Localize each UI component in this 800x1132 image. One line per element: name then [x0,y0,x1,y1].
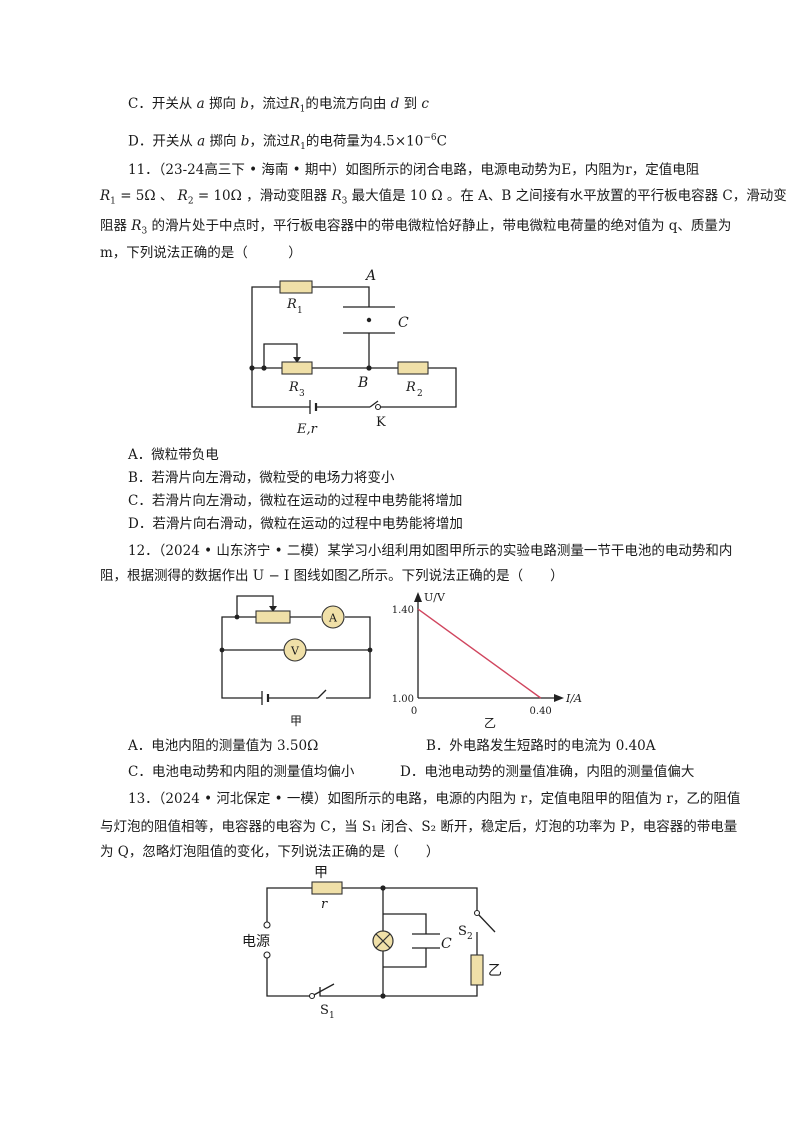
y-tick-label-0: 1.40 [392,605,414,616]
q11-option-a: A．微粒带负电 [128,447,219,463]
q13-stem-line1: 13．（2024 • 河北保定 • 一模）如图所示的电路，电源的内阻为 r，定值… [128,791,741,807]
label-jia: 甲 [314,865,328,881]
series-line-0 [417,608,542,699]
ammeter-label: A [328,612,338,625]
q13-stem-line3: 为 Q，忽略灯泡阻值的变化，下列说法正确的是（ ） [100,844,440,860]
switch-s1-icon [311,983,335,997]
q11-stem-line4: m，下列说法正确的是（ ） [100,245,302,261]
label-yi: 乙 [488,963,502,979]
label-r2: R [405,380,416,395]
q12-option-b: B．外电路发生短路时的电流为 0.40A [426,738,656,754]
q12-option-a: A．电池内阻的测量值为 3.50Ω [128,738,319,754]
q11-stem-line3: 阻器 R3 的滑片处于中点时，平行板电容器中的带电微粒恰好静止，带电微粒电荷量的… [100,218,732,237]
ammeter-icon [321,605,345,629]
q11-stem-line2: R1 = 5Ω 、 R2 = 10Ω ，滑动变阻器 R3 最大值是 10 Ω 。… [100,188,787,207]
charged-particle [366,317,372,323]
q10-option-d: D．开关从 a 掷向 b，流过R1的电荷量为4.5×10−6C [128,133,447,153]
label-s1-sub: 1 [329,1011,335,1021]
label-s1: S [320,1003,329,1018]
resistor-yi [470,954,484,986]
resistor-r2 [397,361,429,375]
label-er: E,r [296,422,318,437]
resistor-r3 [281,361,313,375]
label-b: B [357,375,368,391]
label-r3: R [288,380,299,395]
q11-stem-line1: 11．（23-24高三下 • 海南 • 期中）如图所示的闭合电路，电源电动势为E… [128,162,700,178]
figure-b-caption: 乙 [484,716,496,730]
switch-icon [317,689,327,699]
q12-option-d: D．电池电动势的测量值准确，内阻的测量值偏大 [400,764,695,780]
label-source: 电源 [242,934,270,950]
chart-x-label: I/A [565,692,582,705]
label-r2-sub: 2 [417,389,423,399]
q11-option-d: D．若滑片向右滑动，微粒在运动的过程中电势能将增加 [128,516,463,532]
label-c: C [398,315,409,331]
q11-option-b: B．若滑片向左滑动，微粒受的电场力将变小 [128,470,395,486]
q10-option-c: C．开关从 a 掷向 b，流过R1的电流方向由 d 到 c [128,96,429,115]
y-tick-label-1: 1.00 [392,694,414,705]
switch-s2-icon [476,912,496,933]
y-axis-arrow-icon [414,592,422,602]
figure-a-caption: 甲 [290,714,302,728]
label-r1: R [286,297,297,312]
voltmeter-label: V [290,645,300,658]
chart-origin-label: 0 [411,706,417,717]
label-c: C [441,936,452,952]
q13-stem-line2: 与灯泡的阻值相等，电容器的电容为 C，当 S₁ 闭合、S₂ 断开，稳定后，灯泡的… [100,819,738,835]
q12-option-c: C．电池电动势和内阻的测量值均偏小 [128,764,355,780]
label-s2-sub: 2 [467,932,473,942]
resistor-jia [311,881,343,895]
x-axis-arrow-icon [554,694,564,702]
q12-stem-line2: 阻，根据测得的数据作出 U − I 图线如图乙所示。下列说法正确的是（ ） [100,568,564,584]
label-r1-sub: 1 [297,306,303,316]
chart-y-label: U/V [424,591,446,604]
rheostat [255,610,291,624]
source-terminal-top [263,921,271,929]
x-tick-label-0: 0.40 [530,706,552,717]
label-s2: S [458,924,467,939]
label-r: r [321,897,328,912]
label-r3-sub: 3 [299,389,305,399]
q11-option-c: C．若滑片向左滑动，微粒在运动的过程中电势能将增加 [128,493,463,509]
label-a: A [364,268,376,284]
switch-k-icon [369,400,379,408]
voltmeter-icon [283,638,307,662]
label-k: K [376,415,386,430]
source-terminal-bottom [263,951,271,959]
slider-arrow-icon [269,606,277,612]
slider-arrow-icon [293,357,301,363]
q12-stem-line1: 12．（2024 • 山东济宁 • 二模）某学习小组利用如图甲所示的实验电路测量… [128,543,733,559]
resistor-r1 [279,280,313,294]
